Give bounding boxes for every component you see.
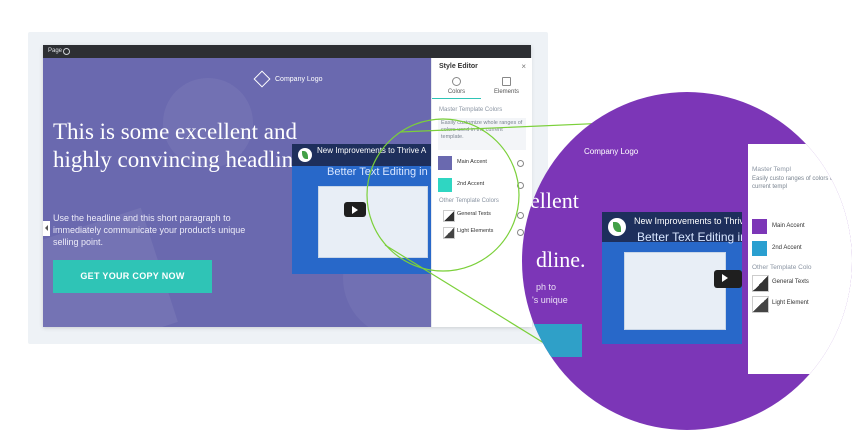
page-label: Page xyxy=(48,48,63,54)
zoom-row-general-texts: General Texts xyxy=(752,275,844,292)
light-elements-swatch[interactable] xyxy=(443,227,455,239)
zoom-paragraph-fragment: 's unique xyxy=(532,295,568,305)
page-paragraph[interactable]: Use the headline and this short paragrap… xyxy=(53,213,246,247)
zoom-general-texts-label: General Texts xyxy=(772,279,809,285)
gear-icon[interactable] xyxy=(63,48,70,55)
zoom-light-elements-label: Light Element xyxy=(772,300,809,306)
zoom-paragraph-fragment: ph to xyxy=(536,282,557,292)
get-copy-button[interactable]: GET YOUR COPY NOW xyxy=(53,260,212,293)
top-bar: Page xyxy=(43,45,531,58)
color-row-light-elements[interactable]: Light Elements xyxy=(438,225,524,239)
page-canvas[interactable]: Company Logo This is some excellent and … xyxy=(43,58,431,327)
zoom-master-heading: Master Templ xyxy=(752,166,791,173)
video-thumbnail xyxy=(318,186,428,258)
zoom-row-main-accent: Main Accent xyxy=(752,219,844,235)
zoom-play-icon xyxy=(714,270,742,288)
zoom-cta-button xyxy=(522,324,582,357)
video-title: New Improvements to Thrive A xyxy=(317,146,427,155)
tab-elements[interactable]: Elements xyxy=(482,73,531,98)
zoom-main-accent-label: Main Accent xyxy=(772,223,805,229)
tab-elements-label: Elements xyxy=(493,89,519,95)
zoom-style-panel: Master Templ Easily custo ranges of colo… xyxy=(748,144,852,374)
main-accent-label: Main Accent xyxy=(457,159,487,165)
editor-window: Page Company Logo This is some excellent… xyxy=(43,45,532,327)
zoom-general-texts-swatch xyxy=(752,275,769,292)
play-icon[interactable] xyxy=(344,202,366,217)
zoom-row-light-elements: Light Element xyxy=(752,296,844,313)
color-row-2nd-accent[interactable]: 2nd Accent xyxy=(438,178,524,192)
tab-colors[interactable]: Colors xyxy=(432,73,481,99)
tab-colors-label: Colors xyxy=(447,89,466,95)
video-embed[interactable]: New Improvements to Thrive A Better Text… xyxy=(292,144,431,274)
zoom-content: Company Logo ellent dline. ph to 's uniq… xyxy=(522,92,852,430)
close-icon[interactable]: × xyxy=(521,62,526,71)
leaf-icon xyxy=(608,218,626,236)
style-editor-panel: Style Editor × Colors Elements Master Te… xyxy=(431,58,532,327)
zoom-headline-fragment: dline. xyxy=(536,247,586,272)
light-elements-label: Light Elements xyxy=(457,228,494,234)
zoom-logo-text: Company Logo xyxy=(584,147,639,156)
master-colors-description: Easily customize whole ranges of colors … xyxy=(438,118,526,150)
zoom-video-title: New Improvements to Thrive A xyxy=(634,216,742,226)
general-texts-label: General Texts xyxy=(457,211,491,217)
second-accent-swatch[interactable] xyxy=(438,178,452,192)
style-editor-title: Style Editor xyxy=(439,63,478,70)
palette-icon xyxy=(452,77,461,86)
zoom-video-thumbnail xyxy=(624,252,726,330)
zoom-video-title-bar: New Improvements to Thrive A xyxy=(602,212,742,242)
zoom-second-accent-label: 2nd Accent xyxy=(772,245,802,251)
zoom-video-subtitle: Better Text Editing in T xyxy=(637,230,742,244)
zoom-second-accent-swatch xyxy=(752,241,767,256)
other-colors-heading: Other Template Colors xyxy=(439,198,499,204)
leaf-icon xyxy=(298,148,312,162)
zoom-headline-fragment: ellent xyxy=(530,188,579,213)
logo-text: Company Logo xyxy=(275,75,323,83)
zoom-row-2nd-accent: 2nd Accent xyxy=(752,241,844,257)
page-headline[interactable]: This is some excellent and highly convin… xyxy=(53,119,310,172)
zoom-main-accent-swatch xyxy=(752,219,767,234)
company-logo[interactable]: Company Logo xyxy=(253,70,323,88)
color-row-main-accent[interactable]: Main Accent xyxy=(438,156,524,170)
master-colors-heading: Master Template Colors xyxy=(439,107,503,113)
diamond-logo-icon xyxy=(253,70,271,88)
video-title-bar: New Improvements to Thrive A xyxy=(292,144,431,166)
zoom-light-elements-swatch xyxy=(752,296,769,313)
zoom-master-description: Easily custo ranges of colors u the curr… xyxy=(752,176,844,190)
zoom-other-heading: Other Template Colo xyxy=(752,264,812,271)
main-accent-swatch[interactable] xyxy=(438,156,452,170)
color-row-general-texts[interactable]: General Texts xyxy=(438,208,524,222)
second-accent-label: 2nd Accent xyxy=(457,181,485,187)
background-decoration xyxy=(163,78,253,168)
video-subtitle: Better Text Editing in T xyxy=(327,166,431,178)
general-texts-swatch[interactable] xyxy=(443,210,455,222)
elements-icon xyxy=(502,77,511,86)
zoom-magnifier: Company Logo ellent dline. ph to 's uniq… xyxy=(522,92,852,430)
collapse-sidebar-toggle[interactable] xyxy=(43,221,50,236)
